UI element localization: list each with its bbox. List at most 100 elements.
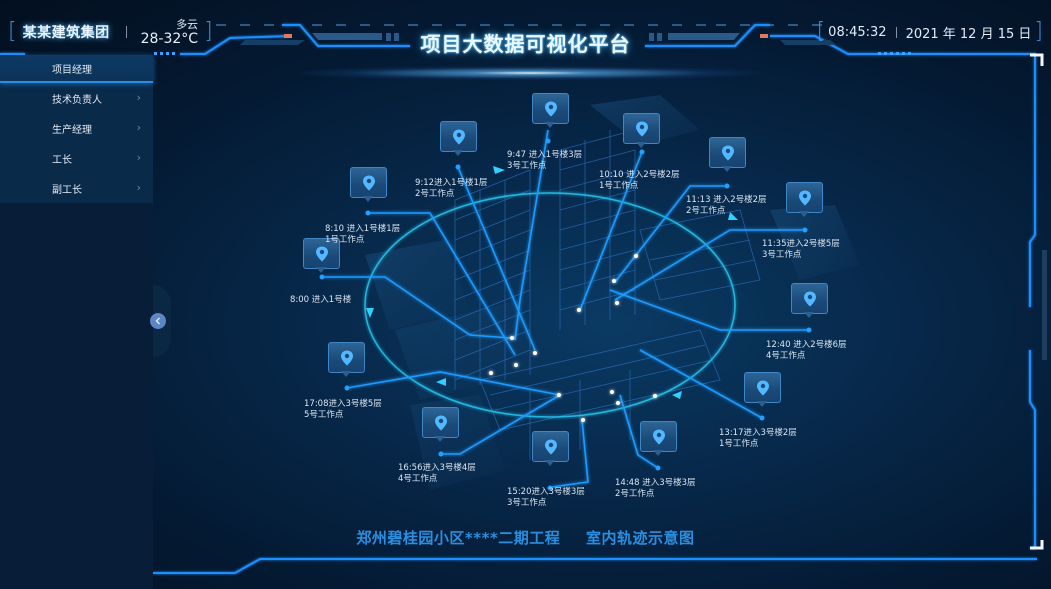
label-line2: 4号工作点 <box>766 351 806 361</box>
label-line2: 2号工作点 <box>686 206 726 216</box>
location-marker[interactable] <box>532 93 569 129</box>
weather-temperature: 28-32°C <box>140 30 199 47</box>
location-pin-icon <box>756 380 769 395</box>
location-marker[interactable] <box>786 182 823 218</box>
collapse-sidebar-button[interactable] <box>150 313 166 329</box>
sidebar: 项目经理 技术负责人 › 生产经理 › 工长 › 副工长 › <box>0 55 153 589</box>
current-date: 2021 年 12 月 15 日 <box>905 26 1032 42</box>
title-glow <box>300 66 760 80</box>
location-marker[interactable] <box>709 137 746 173</box>
location-marker[interactable] <box>640 421 677 457</box>
chevron-right-icon: › <box>136 121 141 134</box>
weather-condition: 多云 <box>176 17 199 31</box>
sidebar-item-label: 工长 <box>52 154 72 166</box>
location-pin-icon <box>652 429 665 444</box>
location-marker[interactable] <box>623 113 660 149</box>
label-line1: 11:13 进入2号楼2层 <box>686 195 767 205</box>
sidebar-item-production-manager[interactable]: 生产经理 › <box>0 113 153 143</box>
location-marker[interactable] <box>350 167 387 203</box>
label-line1: 16:56进入3号楼4层 <box>398 463 476 473</box>
location-marker[interactable] <box>791 283 828 319</box>
location-pin-icon <box>798 190 811 205</box>
label-line2: 1号工作点 <box>599 181 639 191</box>
label-line1: 8:10 进入1号楼1层 <box>325 224 401 234</box>
divider <box>125 26 127 38</box>
company-name: 某某建筑集团 <box>22 25 110 41</box>
label-line2: 2号工作点 <box>615 489 655 499</box>
location-marker[interactable] <box>328 342 365 378</box>
label-line2: 2号工作点 <box>415 189 455 199</box>
sidebar-item-label: 生产经理 <box>52 124 92 136</box>
label-line1: 13:17进入3号楼2层 <box>719 428 797 438</box>
sidebar-item-foreman[interactable]: 工长 › <box>0 143 153 173</box>
sidebar-item-label: 副工长 <box>52 184 82 196</box>
label-line2: 1号工作点 <box>325 235 365 245</box>
bracket-right-icon: ] <box>1034 19 1043 44</box>
label-line2: 4号工作点 <box>398 474 438 484</box>
sidebar-menu: 项目经理 技术负责人 › 生产经理 › 工长 › 副工长 › <box>0 55 153 203</box>
track-label: 8:00 进入1号楼 <box>290 295 351 306</box>
label-line1: 14:48 进入3号楼3层 <box>615 478 696 488</box>
location-marker[interactable] <box>532 431 569 467</box>
label-line1: 11:35进入2号楼5层 <box>762 239 840 249</box>
project-name: 郑州碧桂园小区****二期工程 <box>356 529 561 547</box>
location-pin-icon <box>635 121 648 136</box>
label-line1: 8:00 进入1号楼 <box>290 295 352 305</box>
chevron-right-icon: › <box>136 181 141 194</box>
location-marker[interactable] <box>744 372 781 408</box>
sidebar-item-deputy-foreman[interactable]: 副工长 › <box>0 173 153 203</box>
location-marker[interactable] <box>422 407 459 443</box>
location-pin-icon <box>544 439 557 454</box>
location-pin-icon <box>315 246 328 261</box>
bracket-right-icon: ] <box>204 19 213 44</box>
label-line1: 10:10 进入2号楼2层 <box>599 170 680 180</box>
label-line2: 3号工作点 <box>507 161 547 171</box>
location-marker[interactable] <box>303 238 340 274</box>
location-pin-icon <box>544 101 557 116</box>
label-line2: 3号工作点 <box>507 498 547 508</box>
location-pin-icon <box>362 175 375 190</box>
page-title: 项目大数据可视化平台 <box>420 32 631 56</box>
sidebar-item-label: 技术负责人 <box>52 94 102 106</box>
datetime-block: [ 08:45:32 2021 年 12 月 15 日 ] <box>817 19 1043 45</box>
location-pin-icon <box>434 415 447 430</box>
location-pin-icon <box>721 145 734 160</box>
label-line1: 9:12进入1号楼1层 <box>415 178 488 188</box>
label-line1: 12:40 进入2号楼6层 <box>766 340 847 350</box>
location-marker[interactable] <box>440 121 477 157</box>
label-line2: 3号工作点 <box>762 250 802 260</box>
sidebar-item-label: 项目经理 <box>52 64 92 76</box>
chevron-left-icon <box>155 317 160 325</box>
label-line1: 15:20进入3号楼3层 <box>507 487 585 497</box>
sidebar-item-project-manager[interactable]: 项目经理 <box>0 55 153 83</box>
clock-time: 08:45:32 <box>828 24 887 40</box>
location-pin-icon <box>340 350 353 365</box>
caption-text: 室内轨迹示意图 <box>586 529 695 547</box>
company-block: [ 某某建筑集团 多云 28-32°C ] <box>8 18 213 47</box>
label-line2: 1号工作点 <box>719 439 759 449</box>
divider <box>895 26 897 38</box>
chevron-right-icon: › <box>136 151 141 164</box>
location-pin-icon <box>452 129 465 144</box>
location-pin-icon <box>803 291 816 306</box>
label-line1: 9:47 进入1号楼3层 <box>507 150 583 160</box>
weather: 多云 28-32°C <box>141 18 198 47</box>
bracket-left-icon: [ <box>8 19 17 44</box>
header: [ 某某建筑集团 多云 28-32°C ] 项目大数据可视化平台 [ 08:45… <box>0 0 1051 60</box>
scene-caption: 郑州碧桂园小区****二期工程 室内轨迹示意图 <box>0 527 1051 548</box>
sidebar-item-technical-lead[interactable]: 技术负责人 › <box>0 83 153 113</box>
